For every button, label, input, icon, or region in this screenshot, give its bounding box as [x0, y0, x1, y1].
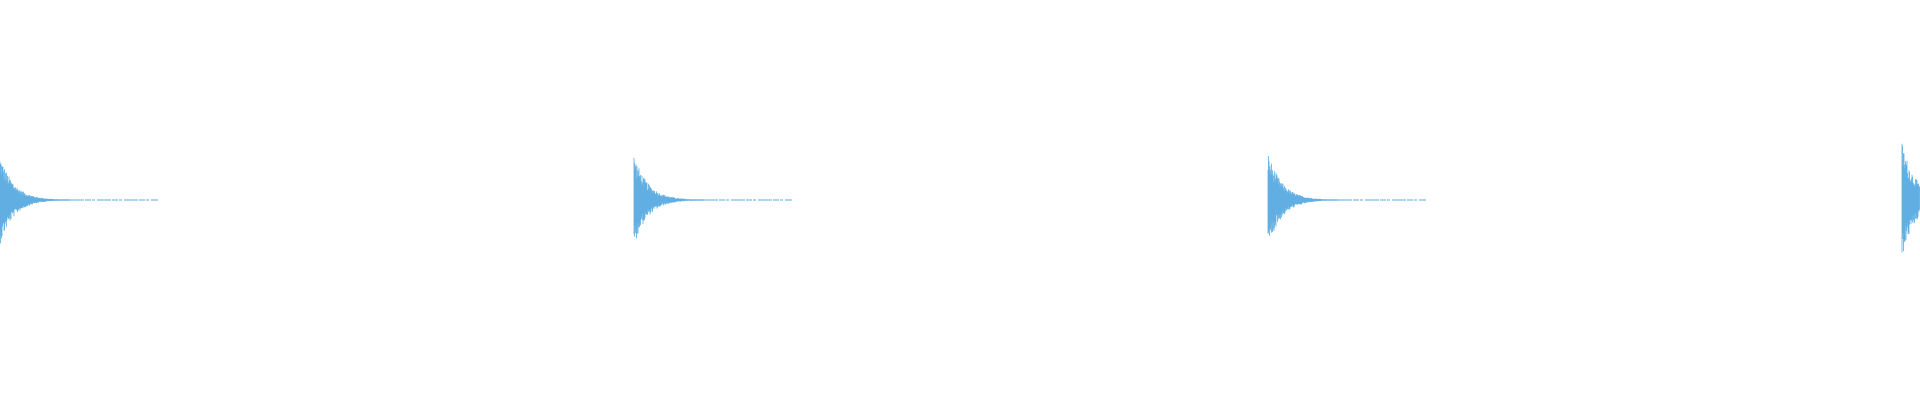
waveform-hit [633, 157, 792, 239]
waveform-hit [1267, 156, 1426, 236]
waveform-hit [1901, 143, 1920, 253]
waveform-hit [0, 161, 158, 244]
waveform-hits [0, 143, 1920, 253]
